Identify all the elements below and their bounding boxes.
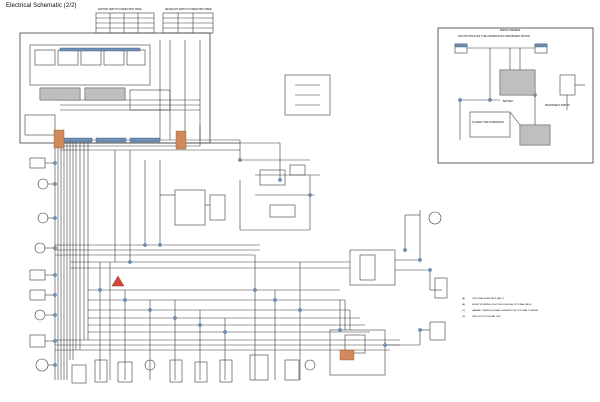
inset-disconnect-label: DISCONNECT SWITCH xyxy=(545,105,570,107)
note-b: (B)FRONT WORKING LIGHT INCLUDED AS OPTIO… xyxy=(462,304,533,306)
ignition-table-title: IGNITION SWITCH CONNECTION TABLE xyxy=(98,9,142,11)
note-d: (D)UNITS FOR OPTIONAL USE xyxy=(462,316,501,318)
inset-subtitle: FOR OPTIONAL OFF TYPE ALTERNATOR & DISCO… xyxy=(458,36,531,38)
headlight-table-title: HEADLIGHT SWITCH CONNECTION TABLE xyxy=(165,9,212,11)
page-title: Electrical Schematic (2/2) xyxy=(6,3,77,9)
inset-title: WIRING HARNESS xyxy=(500,30,521,32)
inset-closed-alternator-label: CLOSED TYPE ALTERNATOR xyxy=(472,122,504,124)
note-c: (C)HAZARD TURNING SIGNAL FLASHER FOR OPT… xyxy=(462,310,539,312)
inset-battery-label: BATTERY xyxy=(503,101,514,103)
note-a: (A)OPTIONAL HORN PACK (BELL) xyxy=(462,298,504,300)
